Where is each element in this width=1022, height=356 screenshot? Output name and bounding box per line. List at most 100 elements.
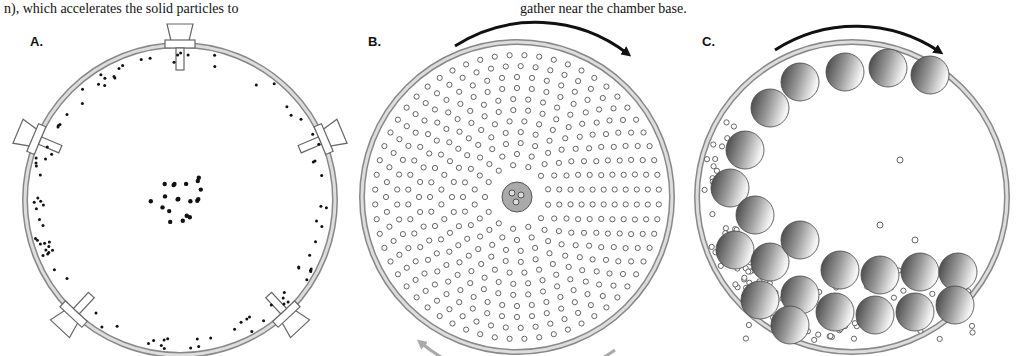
grinding-ball xyxy=(861,256,899,294)
particle xyxy=(233,328,236,331)
particle xyxy=(476,142,481,147)
particle xyxy=(387,165,392,170)
particle xyxy=(579,321,584,326)
particle xyxy=(479,127,484,132)
particle xyxy=(44,158,47,161)
grinding-ball xyxy=(939,253,977,291)
particle xyxy=(462,180,467,185)
particle xyxy=(470,83,475,88)
particle xyxy=(163,182,167,186)
particle xyxy=(569,159,574,164)
particle xyxy=(373,202,378,207)
particle xyxy=(585,292,590,297)
particle xyxy=(540,100,545,105)
particle xyxy=(529,75,534,80)
particle xyxy=(149,57,152,60)
particle xyxy=(565,327,570,332)
particle xyxy=(562,317,567,322)
particle xyxy=(460,314,465,319)
particle xyxy=(930,291,935,296)
particle xyxy=(557,187,562,192)
particle xyxy=(38,218,41,221)
particle xyxy=(533,65,538,70)
particle xyxy=(647,144,652,149)
particle xyxy=(656,187,661,192)
particle xyxy=(305,278,308,281)
particle xyxy=(51,249,54,252)
particle xyxy=(400,232,405,237)
particle xyxy=(529,314,534,319)
grinding-ball xyxy=(816,293,854,331)
particle xyxy=(592,75,597,80)
particle xyxy=(413,130,418,135)
particle xyxy=(496,109,501,114)
particle xyxy=(460,194,465,199)
particle xyxy=(422,271,427,276)
grinding-ball xyxy=(736,196,774,234)
particle xyxy=(486,209,491,214)
particle xyxy=(711,142,716,147)
particle xyxy=(438,237,443,242)
particle xyxy=(432,223,437,228)
particle xyxy=(640,158,645,163)
particle xyxy=(482,194,487,199)
particle xyxy=(481,287,486,292)
nozzle xyxy=(258,285,311,339)
particle xyxy=(492,54,497,59)
particle xyxy=(34,237,37,240)
particle xyxy=(937,336,942,341)
particle xyxy=(828,333,833,338)
particle xyxy=(388,259,393,264)
particle xyxy=(240,321,243,324)
particle xyxy=(496,221,501,226)
particle xyxy=(404,124,409,129)
particle xyxy=(414,94,419,99)
particle xyxy=(175,197,179,201)
particle xyxy=(645,202,650,207)
particle xyxy=(163,339,166,342)
particle xyxy=(297,267,300,270)
particle xyxy=(447,82,452,87)
particle xyxy=(577,134,582,139)
particle xyxy=(554,117,559,122)
particle xyxy=(285,105,288,108)
particle xyxy=(444,292,449,297)
particle xyxy=(635,143,640,148)
particle xyxy=(554,272,559,277)
particle xyxy=(397,137,402,142)
particle xyxy=(496,168,501,173)
particle xyxy=(652,158,657,163)
particle xyxy=(583,279,588,284)
particle xyxy=(451,179,456,184)
particle xyxy=(702,187,707,192)
particle xyxy=(374,172,379,177)
particle xyxy=(435,120,440,125)
particle xyxy=(607,118,612,123)
particle xyxy=(507,53,512,58)
particle xyxy=(557,202,562,207)
particle xyxy=(891,295,896,300)
grinding-ball xyxy=(901,253,939,291)
particle xyxy=(384,180,389,185)
particle xyxy=(611,144,616,149)
particle xyxy=(562,72,567,77)
particle xyxy=(400,157,405,162)
particle xyxy=(39,200,42,203)
particle xyxy=(599,216,604,221)
particle xyxy=(912,237,918,243)
particle xyxy=(629,130,634,135)
particle xyxy=(577,255,582,260)
particle xyxy=(580,268,585,273)
particle xyxy=(160,344,163,347)
particle xyxy=(611,245,616,250)
particle xyxy=(181,219,185,223)
particle xyxy=(429,180,434,185)
particle xyxy=(514,74,519,79)
particle xyxy=(621,217,626,222)
particle xyxy=(478,155,483,160)
particle xyxy=(478,57,483,62)
particle xyxy=(492,335,497,340)
particle xyxy=(314,159,317,162)
particle xyxy=(548,68,553,73)
